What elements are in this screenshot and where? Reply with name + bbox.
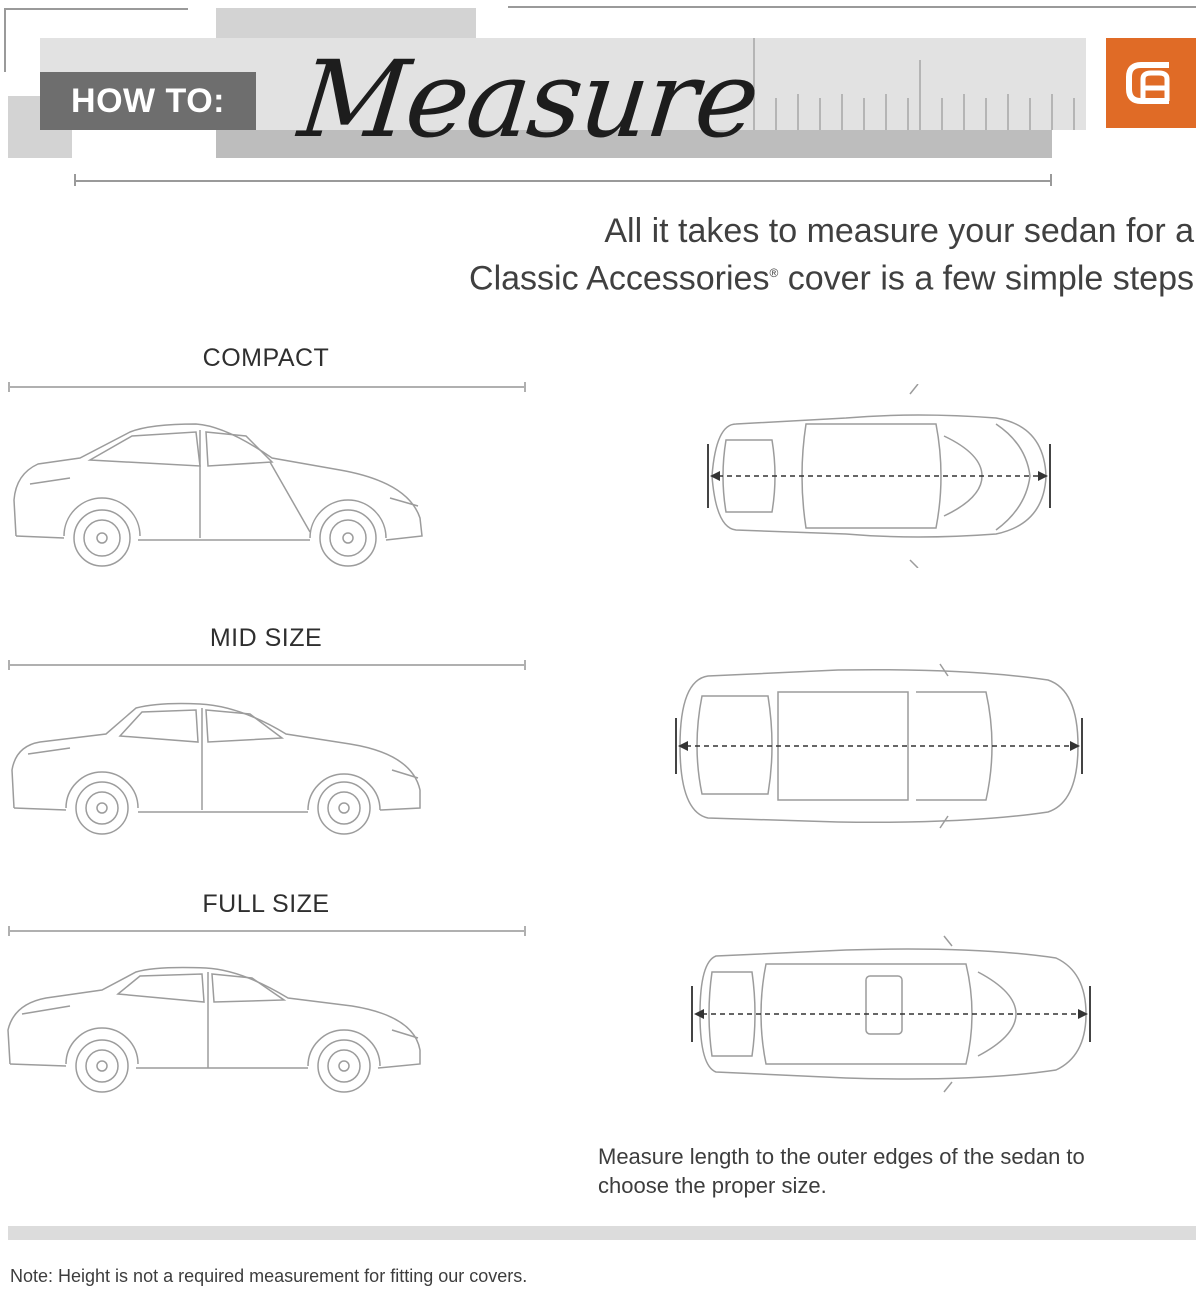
header-bar-upper <box>216 8 476 38</box>
classic-accessories-logo-icon <box>1106 38 1196 128</box>
dimension-line-midsize <box>8 660 526 670</box>
header-bar-lower <box>216 130 1052 158</box>
page-title: Measure <box>293 38 764 161</box>
size-label-compact: COMPACT <box>202 344 330 372</box>
dimension-line-compact <box>8 382 526 392</box>
how-to-label: HOW TO: <box>40 72 256 130</box>
height-note: Note: Height is not a required measureme… <box>10 1266 528 1286</box>
fullsize-sedan-side-icon <box>7 966 421 1093</box>
header-rule-bottom-tick-l <box>74 174 76 186</box>
footer-divider <box>8 1226 1196 1240</box>
fullsize-sedan-top-icon <box>691 935 1091 1093</box>
midsize-sedan-side-icon <box>11 702 421 835</box>
header-rule-bottom-tick-r <box>1050 174 1052 186</box>
compact-sedan-side-icon <box>13 423 423 567</box>
intro-brand: Classic Accessories <box>469 259 770 298</box>
header-rule-top-left <box>4 8 188 10</box>
header-rule-top-right <box>508 6 1196 8</box>
measure-instruction: Measure length to the outer edges of the… <box>598 1144 1085 1198</box>
header-rule-tick-left <box>4 8 6 72</box>
compact-sedan-top-icon <box>707 384 1051 568</box>
size-label-midsize: MID SIZE <box>209 624 323 652</box>
ruler-ticks <box>753 38 1075 130</box>
header-rule-bottom <box>74 180 1052 182</box>
dimension-line-fullsize <box>8 926 526 936</box>
registered-mark: ® <box>769 266 779 280</box>
intro-line-2-rest: cover is a few simple steps <box>778 259 1194 298</box>
intro-text: All it takes to measure your sedan for a… <box>394 210 1194 299</box>
midsize-sedan-top-icon <box>675 663 1083 829</box>
intro-line-1: All it takes to measure your sedan for a <box>604 212 1194 250</box>
size-label-fullsize: FULL SIZE <box>202 890 330 918</box>
intro-line-2: Classic Accessories® cover is a few simp… <box>394 252 1194 299</box>
